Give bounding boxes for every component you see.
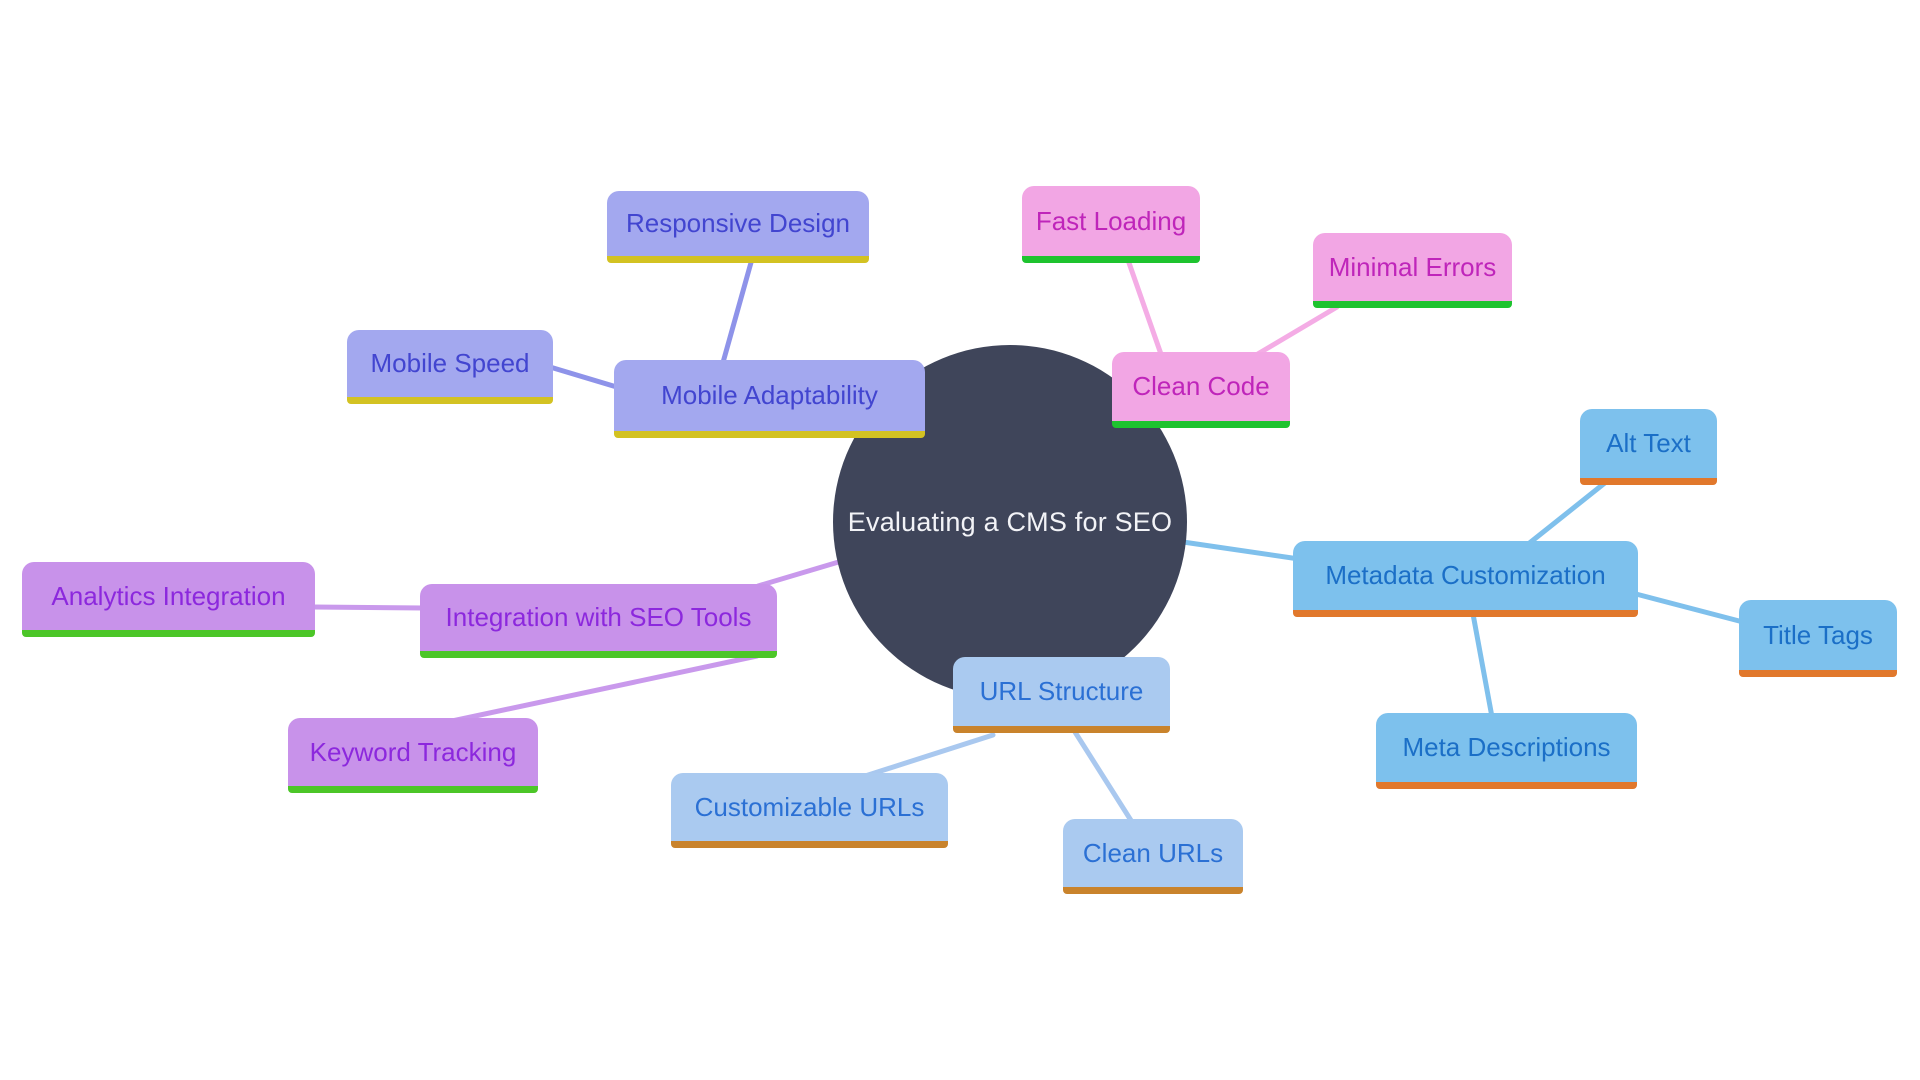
node-keyword-tracking-label: Keyword Tracking [309, 736, 517, 767]
node-alt-text-label: Alt Text [1606, 428, 1691, 458]
node-clean-urls: Clean URLs [1063, 819, 1243, 894]
node-keyword-tracking: Keyword Tracking [288, 718, 538, 793]
node-integration-with-seo-tools: Integration with SEO Tools [420, 584, 777, 658]
node-meta-descriptions: Meta Descriptions [1376, 713, 1637, 789]
node-mobile-speed: Mobile Speed [347, 330, 553, 404]
connector-seotools-analytics [310, 604, 427, 611]
connector-cleancode-minimal-errors [1248, 304, 1340, 361]
node-alt-text: Alt Text [1580, 409, 1717, 485]
connector-seotools-keyword-tracking [449, 653, 760, 724]
connector-url-clean-urls [1072, 729, 1135, 825]
node-customizable-urls: Customizable URLs [671, 773, 948, 848]
connector-mobile-mobile-speed [547, 364, 623, 391]
node-minimal-errors-label: Minimal Errors [1328, 251, 1497, 282]
connector-center-metadata [1180, 539, 1302, 562]
node-responsive-design-label: Responsive Design [625, 208, 850, 238]
node-mobile-adaptability: Mobile Adaptability [614, 360, 925, 438]
node-mobile-adaptability-label: Mobile Adaptability [661, 380, 878, 410]
node-url-structure: URL Structure [953, 657, 1170, 733]
node-analytics-integration-label: Analytics Integration [51, 580, 286, 611]
node-title-tags: Title Tags [1739, 600, 1897, 677]
node-mobile-speed-label: Mobile Speed [370, 348, 530, 378]
node-clean-code-label: Clean Code [1132, 371, 1270, 401]
connector-cleancode-fast-loading [1125, 257, 1165, 360]
node-metadata-customization: Metadata Customization [1293, 541, 1638, 617]
node-url-structure-label: URL Structure [979, 676, 1144, 706]
root-node-label: Evaluating a CMS for SEO [847, 506, 1173, 537]
connector-url-customizable [859, 732, 996, 780]
node-metadata-customization-label: Metadata Customization [1325, 560, 1606, 590]
node-title-tags-label: Title Tags [1763, 619, 1873, 650]
node-clean-urls-label: Clean URLs [1082, 837, 1224, 868]
node-fast-loading-label: Fast Loading [1035, 205, 1187, 236]
node-meta-descriptions-label: Meta Descriptions [1402, 732, 1611, 762]
connector-mobile-responsive-design [719, 256, 755, 369]
node-integration-with-seo-tools-label: Integration with SEO Tools [445, 602, 752, 632]
node-minimal-errors: Minimal Errors [1313, 233, 1512, 308]
connector-center-seo-tools [755, 555, 855, 589]
connector-metadata-alt-text [1524, 479, 1609, 548]
node-clean-code: Clean Code [1112, 352, 1290, 428]
connector-metadata-title-tags [1633, 591, 1746, 625]
connector-metadata-meta-descriptions [1470, 611, 1495, 720]
node-analytics-integration: Analytics Integration [22, 562, 315, 637]
node-responsive-design: Responsive Design [607, 191, 869, 263]
node-fast-loading: Fast Loading [1022, 186, 1200, 263]
node-customizable-urls-label: Customizable URLs [694, 791, 925, 822]
